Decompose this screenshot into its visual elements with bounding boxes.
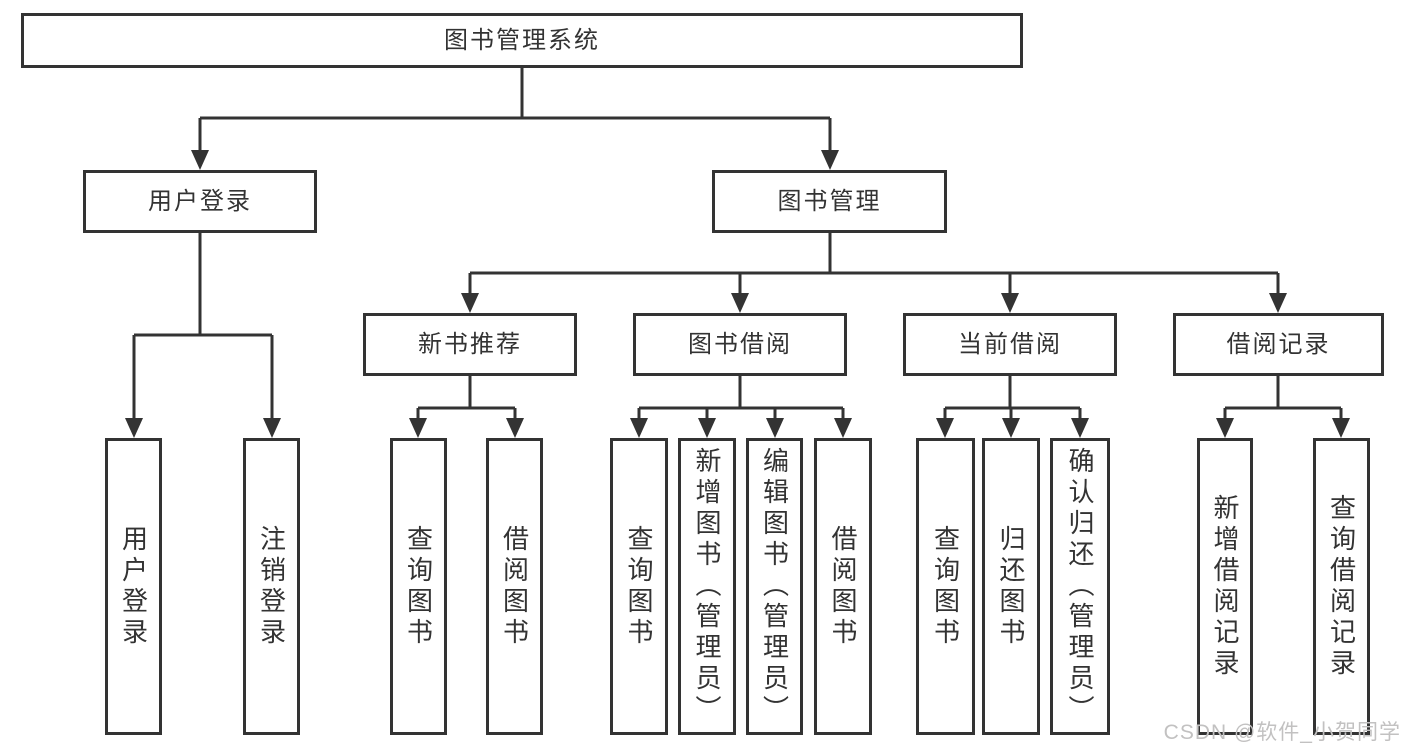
- leaf-confirm-return-admin: 确认归还（管理员）: [1050, 438, 1110, 735]
- leaf-query-books-recommend: 查询图书: [390, 438, 447, 735]
- node-label: 当前借阅: [958, 330, 1062, 358]
- node-label: 确认归还（管理员）: [1065, 447, 1095, 726]
- leaf-query-borrow-record: 查询借阅记录: [1313, 438, 1370, 735]
- node-label: 编辑图书（管理员）: [759, 447, 790, 726]
- node-label: 查询借阅记录: [1326, 493, 1357, 680]
- node-label: 借阅图书: [828, 524, 858, 649]
- node-root-system: 图书管理系统: [21, 13, 1023, 68]
- leaf-borrow-books-recommend: 借阅图书: [486, 438, 543, 735]
- node-label: 图书管理: [777, 187, 882, 215]
- leaf-return-books: 归还图书: [982, 438, 1040, 735]
- leaf-user-login: 用户登录: [105, 438, 162, 735]
- leaf-query-books-borrowing: 查询图书: [610, 438, 668, 735]
- leaf-edit-books-admin: 编辑图书（管理员）: [746, 438, 803, 735]
- node-current-borrowing: 当前借阅: [903, 313, 1117, 376]
- node-borrowing-records: 借阅记录: [1173, 313, 1384, 376]
- leaf-borrow-books: 借阅图书: [814, 438, 872, 735]
- node-label: 图书管理系统: [444, 26, 600, 54]
- node-label: 图书借阅: [688, 330, 792, 358]
- leaf-logout: 注销登录: [243, 438, 300, 735]
- node-label: 新增借阅记录: [1210, 493, 1240, 680]
- node-new-book-recommend: 新书推荐: [363, 313, 577, 376]
- node-label: 查询图书: [403, 524, 434, 649]
- node-label: 新增图书（管理员）: [692, 447, 722, 726]
- leaf-add-books-admin: 新增图书（管理员）: [678, 438, 736, 735]
- node-label: 查询图书: [624, 524, 654, 649]
- node-book-borrowing: 图书借阅: [633, 313, 847, 376]
- node-label: 注销登录: [256, 524, 287, 649]
- node-label: 用户登录: [148, 187, 252, 215]
- node-label: 借阅图书: [499, 524, 530, 649]
- node-label: 归还图书: [996, 524, 1026, 649]
- node-label: 用户登录: [118, 524, 149, 649]
- leaf-add-borrow-record: 新增借阅记录: [1197, 438, 1253, 735]
- leaf-query-books-current: 查询图书: [916, 438, 975, 735]
- node-book-management: 图书管理: [712, 170, 947, 233]
- node-label: 新书推荐: [418, 330, 522, 358]
- node-user-login: 用户登录: [83, 170, 317, 233]
- csdn-watermark: CSDN @软件_小贺同学: [1163, 721, 1401, 744]
- node-label: 借阅记录: [1226, 330, 1331, 358]
- node-label: 查询图书: [930, 524, 961, 649]
